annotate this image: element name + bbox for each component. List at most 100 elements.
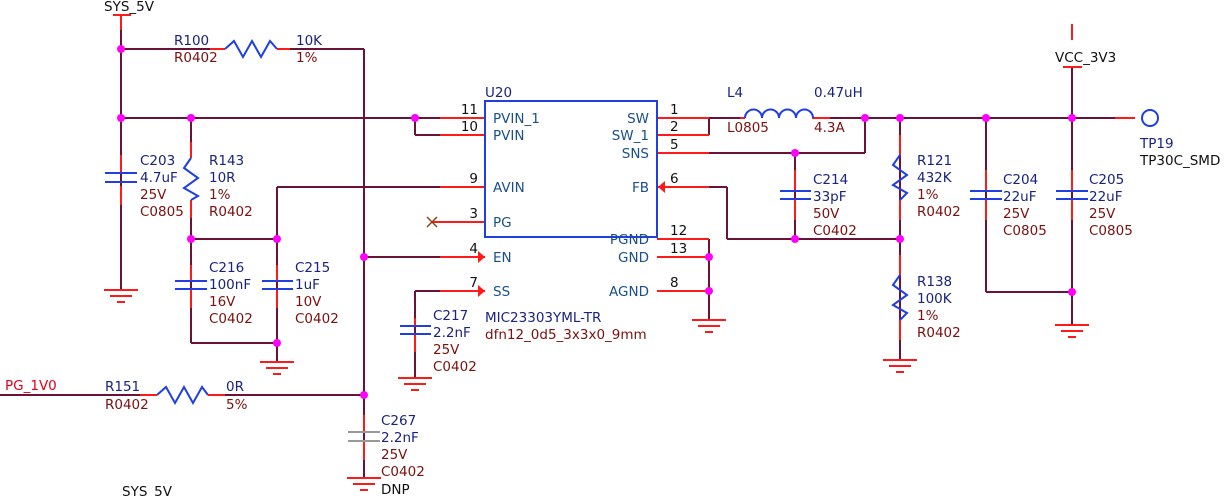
capacitor-c204[interactable] — [970, 190, 1002, 200]
resistor-r151[interactable] — [156, 384, 209, 406]
net-label-pg1v0: PG_1V0 — [5, 378, 57, 394]
c204-footprint: C0805 — [1003, 223, 1047, 239]
r100-footprint: R0402 — [174, 50, 218, 66]
c205-ref: C205 — [1089, 172, 1124, 188]
resistor-r138[interactable] — [891, 274, 909, 321]
pin-number: 12 — [670, 223, 687, 239]
ground-icon — [347, 477, 381, 491]
pin-name: SNS — [622, 146, 649, 162]
pin-number: 1 — [670, 102, 679, 118]
test-point-tp19[interactable] — [1141, 109, 1159, 127]
u20-part: MIC23303YML-TR — [485, 310, 601, 326]
ground-icon — [883, 359, 917, 373]
l4-footprint: L0805 — [727, 120, 769, 136]
c205-footprint: C0805 — [1089, 223, 1133, 239]
c216-footprint: C0402 — [209, 311, 253, 327]
c215-value: 1uF — [295, 277, 320, 293]
c217-footprint: C0402 — [433, 359, 477, 375]
pin-number: 4 — [469, 241, 478, 257]
l4-ref: L4 — [727, 85, 743, 101]
junction-dot — [791, 235, 799, 243]
ss-input-arrow-icon — [478, 285, 485, 297]
c217-value: 2.2nF — [433, 325, 471, 341]
resistor-r121[interactable] — [891, 154, 909, 201]
capacitor-c215[interactable] — [262, 280, 293, 290]
pin-number: 10 — [461, 119, 478, 135]
pin-number: 9 — [469, 171, 478, 187]
net-label-vcc3v3: VCC_3V3 — [1055, 50, 1116, 66]
u20-ref: U20 — [485, 85, 512, 101]
r121-ref: R121 — [917, 153, 952, 169]
capacitor-c205[interactable] — [1056, 190, 1088, 200]
c215-voltage: 10V — [295, 294, 322, 310]
ground-icon — [398, 377, 432, 391]
pin-name: SW — [627, 111, 649, 127]
inductor-l4[interactable] — [744, 108, 814, 119]
pin-number: 6 — [670, 171, 679, 187]
c203-value: 4.7uF — [140, 170, 178, 186]
capacitor-c203[interactable] — [105, 172, 137, 183]
r151-value: 0R — [226, 379, 244, 395]
capacitor-c214[interactable] — [780, 190, 811, 200]
en-input-arrow-icon — [478, 251, 485, 263]
capacitor-c217[interactable] — [400, 325, 431, 335]
junction-dot — [705, 287, 713, 295]
pin-name: PG — [493, 215, 512, 231]
junction-dot — [273, 339, 281, 347]
pin-name: GND — [618, 250, 649, 266]
c203-ref: C203 — [140, 153, 175, 169]
resistor-r143[interactable] — [182, 157, 201, 201]
pin-stubs — [120, 15, 1135, 460]
tp19-ref: TP19 — [1139, 136, 1174, 152]
fb-input-arrow-icon — [658, 181, 665, 193]
r143-ref: R143 — [209, 153, 244, 169]
junction-dot — [187, 114, 195, 122]
r138-footprint: R0402 — [917, 325, 961, 341]
u20-footprint: dfn12_0d5_3x3x0_9mm — [485, 327, 647, 343]
r121-footprint: R0402 — [917, 204, 961, 220]
junction-dot — [896, 114, 904, 122]
c267-ref: C267 — [381, 413, 416, 429]
r143-tolerance: 1% — [209, 187, 231, 203]
junction-dot — [117, 45, 125, 53]
r100-ref: R100 — [174, 33, 209, 49]
c204-value: 22uF — [1003, 189, 1037, 205]
junctions — [117, 45, 1076, 399]
r138-tolerance: 1% — [917, 308, 939, 324]
resistor-r100[interactable] — [224, 38, 278, 60]
pin-number: 13 — [670, 241, 687, 257]
c214-value: 33pF — [813, 189, 847, 205]
pin-name: PVIN — [493, 128, 524, 144]
r100-value: 10K — [296, 33, 323, 49]
r151-footprint: R0402 — [105, 397, 149, 413]
junction-dot — [1068, 114, 1076, 122]
r100-tolerance: 1% — [296, 50, 318, 66]
capacitor-c267-dnp[interactable] — [348, 431, 380, 442]
r143-footprint: R0402 — [209, 204, 253, 220]
r121-value: 432K — [917, 170, 953, 186]
junction-dot — [982, 114, 990, 122]
c267-voltage: 25V — [381, 447, 408, 463]
tp19-footprint: TP30C_SMD — [1139, 153, 1220, 169]
ic-u20-body[interactable] — [484, 100, 658, 238]
pin-name: SW_1 — [612, 128, 649, 144]
ground-icon — [692, 319, 726, 333]
pin-name: EN — [493, 250, 512, 266]
c267-dnp-note: DNP — [381, 482, 410, 498]
c205-voltage: 25V — [1089, 206, 1116, 222]
ground-icon — [260, 361, 294, 375]
pin-name: AVIN — [493, 180, 525, 196]
junction-dot — [360, 391, 368, 399]
r138-value: 100K — [917, 291, 953, 307]
l4-current: 4.3A — [814, 120, 845, 136]
ground-icon — [104, 289, 138, 303]
capacitor-c216[interactable] — [175, 280, 207, 290]
junction-dot — [360, 253, 368, 261]
c214-ref: C214 — [813, 172, 848, 188]
junction-dot — [1068, 288, 1076, 296]
net-label-sys5v-top: SYS_5V — [104, 0, 155, 15]
c267-value: 2.2nF — [381, 430, 419, 446]
junction-dot — [273, 235, 281, 243]
